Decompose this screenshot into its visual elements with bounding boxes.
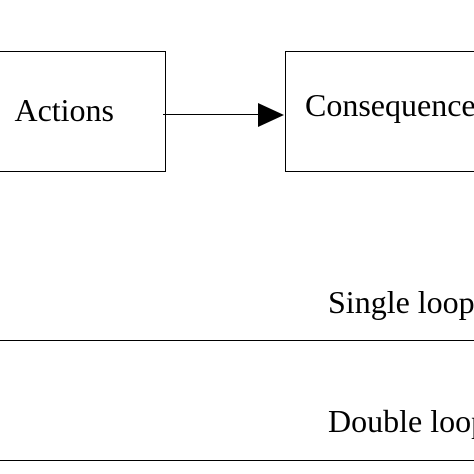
single-loop-label: Single loop [328,284,474,320]
arrow-line [163,114,261,115]
consequences-label: Consequences [305,87,474,123]
arrow-head-icon [258,103,284,127]
consequences-box [285,51,474,172]
actions-box [0,51,166,172]
single-loop-line [0,340,474,341]
double-loop-label: Double loop [328,403,474,439]
actions-label: Actions [14,92,114,128]
double-loop-line [0,460,474,461]
